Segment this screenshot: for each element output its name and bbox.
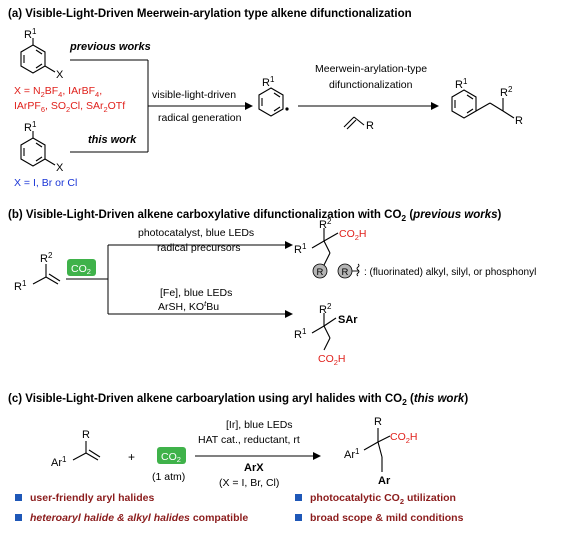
lower-product-sar: SAr bbox=[338, 314, 358, 326]
section-c-condition-3: ArX bbox=[244, 462, 264, 474]
section-c-r-label: R bbox=[82, 429, 90, 441]
r1-label-top: R1 bbox=[24, 27, 37, 41]
bullet-square-4 bbox=[295, 514, 302, 521]
section-c-condition-4: (X = I, Br, Cl) bbox=[219, 477, 279, 489]
feature-user-friendly: user-friendly aryl halides bbox=[30, 492, 154, 504]
wavy-bond-icon bbox=[352, 263, 360, 277]
alkene-r-label: R bbox=[366, 120, 374, 132]
x-label-bottom: X bbox=[56, 162, 64, 174]
section-c-ar1-label: Ar1 bbox=[51, 455, 67, 469]
section-c-product-structure bbox=[363, 428, 391, 472]
meerwein-product-structure bbox=[451, 89, 515, 119]
radical-dot bbox=[285, 107, 289, 111]
x-definition-red-2: IArPF6, SO2Cl, SAr2OTf bbox=[14, 100, 125, 114]
section-c-product-ar1: Ar1 bbox=[344, 447, 360, 461]
lower-product-r1: R1 bbox=[294, 327, 307, 341]
section-c-product-ar: Ar bbox=[378, 475, 391, 487]
x-definition-red-1: X = N2BF4, IArBF4, bbox=[14, 85, 102, 99]
aryl-radical-structure bbox=[258, 87, 284, 117]
r-radical-circle bbox=[312, 263, 328, 279]
plus-sign: + bbox=[128, 450, 135, 464]
aryl-x-structure-top bbox=[20, 38, 56, 74]
co2-pressure: (1 atm) bbox=[152, 471, 185, 483]
section-c-condition-1: [Ir], blue LEDs bbox=[226, 419, 293, 431]
bullet-square-2 bbox=[295, 494, 302, 501]
lower-product-co2h: CO2H bbox=[318, 353, 346, 367]
meerwein-label-1: Meerwein-arylation-type bbox=[315, 63, 427, 75]
lower-condition-2: ArSH, KOtBu bbox=[158, 299, 219, 313]
feature-broad-scope: broad scope & mild conditions bbox=[310, 512, 464, 524]
section-c-title: (c) Visible-Light-Driven alkene carboary… bbox=[8, 393, 468, 407]
section-a-title: (a) Visible-Light-Driven Meerwein-arylat… bbox=[8, 8, 412, 20]
upper-product-structure bbox=[311, 228, 339, 266]
condition-visible-light: visible-light-driven bbox=[152, 89, 236, 101]
previous-works-label: previous works bbox=[69, 41, 151, 53]
meerwein-label-2: difunctionalization bbox=[329, 79, 413, 91]
upper-product-co2h: CO2H bbox=[339, 228, 367, 242]
this-work-label: this work bbox=[88, 134, 137, 146]
upper-product-r2: R2 bbox=[319, 217, 332, 231]
feature-photocatalytic-co2: photocatalytic CO2 utilization bbox=[310, 492, 456, 506]
co2-label-c: CO2 bbox=[161, 451, 181, 464]
section-c-alkene-structure bbox=[72, 441, 101, 461]
product-r2-label: R2 bbox=[500, 85, 513, 99]
x-definition-blue: X = I, Br or Cl bbox=[14, 177, 77, 189]
radical-r1-label: R1 bbox=[262, 75, 275, 89]
co2-green-box-c bbox=[157, 447, 186, 464]
section-b-r1-label: R1 bbox=[14, 279, 27, 293]
section-c-product-r: R bbox=[374, 416, 382, 428]
r-radical-circle-label: R bbox=[317, 267, 324, 278]
aryl-x-structure-bottom bbox=[20, 131, 56, 167]
section-b-alkene-structure bbox=[32, 264, 61, 285]
upper-condition-1: photocatalyst, blue LEDs bbox=[138, 227, 254, 239]
r-legend-description: : (fluorinated) alkyl, silyl, or phospho… bbox=[364, 267, 536, 278]
product-r-label: R bbox=[515, 115, 523, 127]
upper-product-r1: R1 bbox=[294, 242, 307, 256]
section-b-r2-label: R2 bbox=[40, 251, 53, 265]
condition-radical-generation: radical generation bbox=[158, 112, 242, 124]
r1-label-bottom: R1 bbox=[24, 120, 37, 134]
bullet-square-3 bbox=[15, 514, 22, 521]
lower-product-r2: R2 bbox=[319, 302, 332, 316]
feature-heteroaryl: heteroaryl halide & alkyl halides compat… bbox=[30, 512, 248, 524]
lower-condition-1: [Fe], blue LEDs bbox=[160, 287, 232, 299]
x-label-top: X bbox=[56, 69, 64, 81]
co2-label-b: CO2 bbox=[71, 263, 91, 276]
bullet-square-1 bbox=[15, 494, 22, 501]
section-b-title: (b) Visible-Light-Driven alkene carboxyl… bbox=[8, 209, 502, 223]
alkene-reagent-structure bbox=[343, 116, 365, 130]
section-c-product-co2h: CO2H bbox=[390, 431, 418, 445]
product-r1-label: R1 bbox=[455, 77, 468, 91]
co2-green-box-b bbox=[67, 259, 96, 276]
section-c-condition-2: HAT cat., reductant, rt bbox=[198, 434, 300, 446]
lower-product-structure bbox=[311, 313, 337, 351]
upper-condition-2: radical precursors bbox=[157, 242, 240, 254]
r-legend-circle-label: R bbox=[342, 267, 349, 278]
